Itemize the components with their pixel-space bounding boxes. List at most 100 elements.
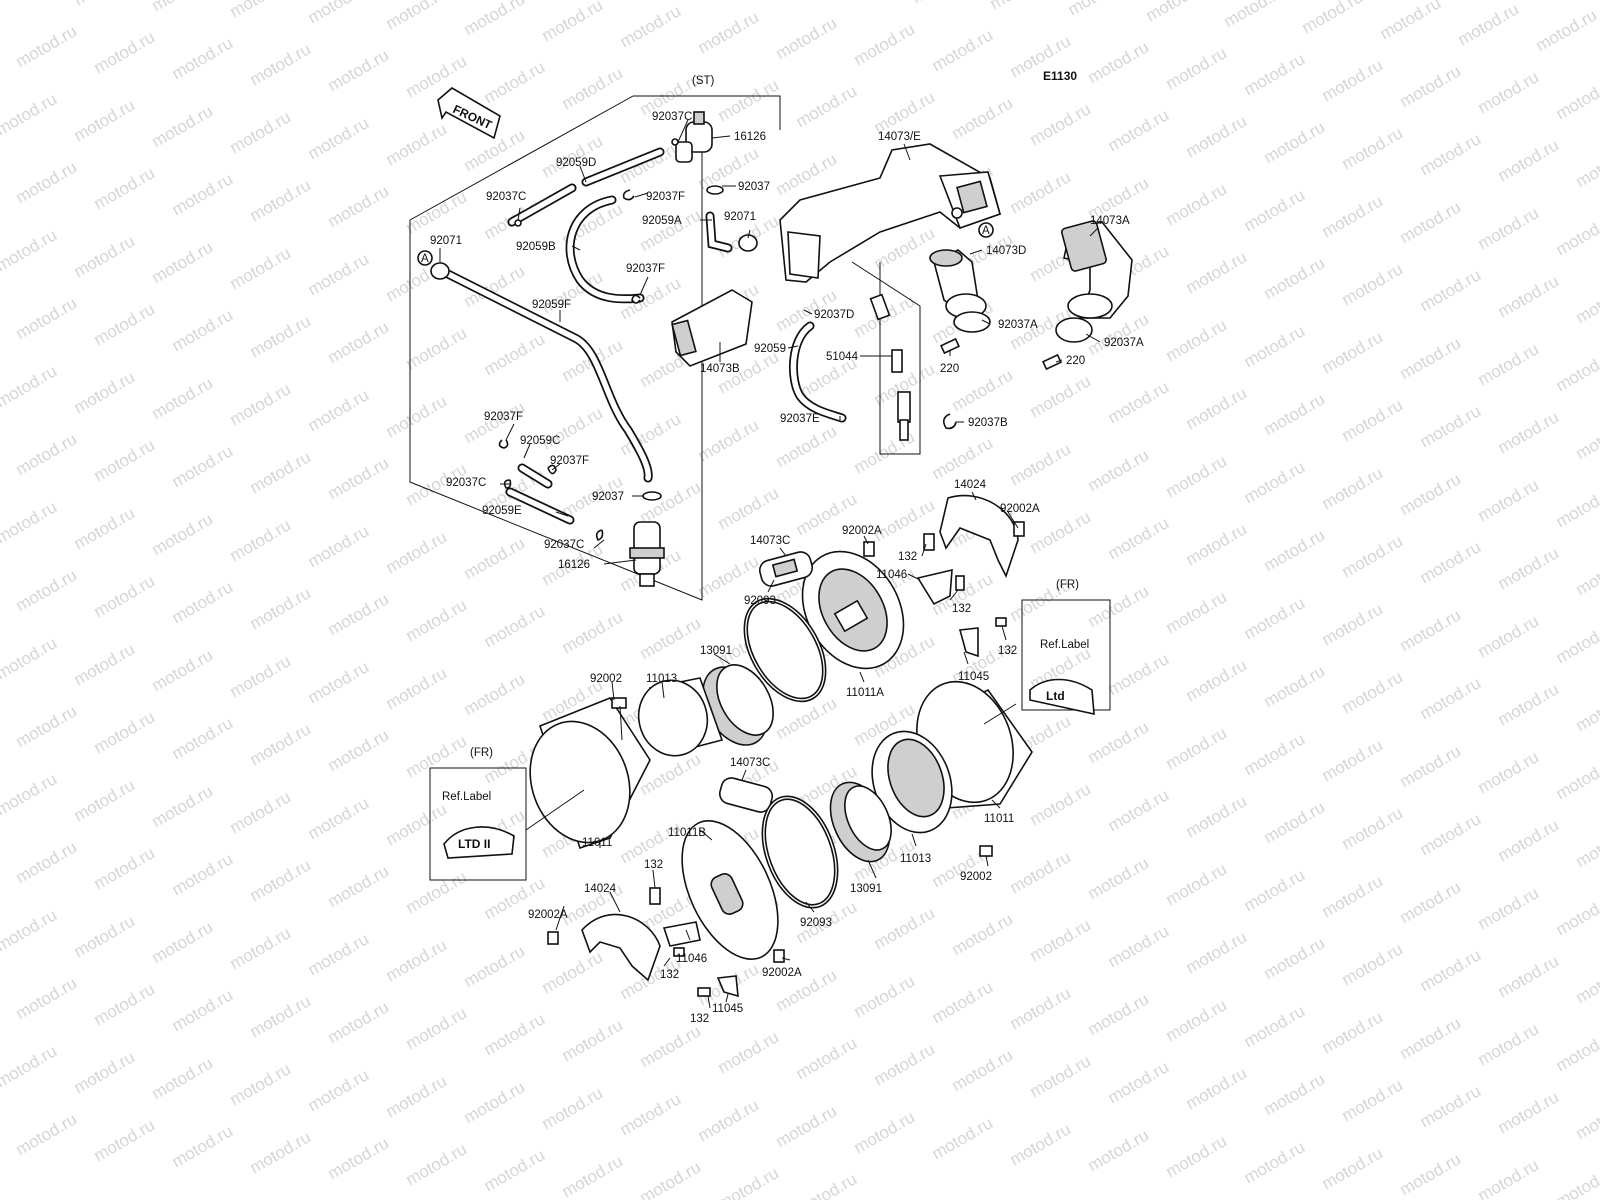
watermark-text: motod.ru bbox=[909, 0, 977, 7]
watermark-text: motod.ru bbox=[71, 639, 139, 689]
watermark-text: motod.ru bbox=[773, 1101, 841, 1151]
watermark-text: motod.ru bbox=[0, 15, 2, 65]
fr-box-right-label: (FR) bbox=[1056, 579, 1079, 591]
watermark-text: motod.ru bbox=[91, 163, 159, 213]
watermark-text: motod.ru bbox=[71, 503, 139, 553]
label-92037c: 92037C bbox=[652, 111, 692, 123]
watermark-text: motod.ru bbox=[1183, 247, 1251, 297]
watermark-text: motod.ru bbox=[1027, 99, 1095, 149]
label-92002a: 92002A bbox=[842, 525, 882, 537]
label-92037a: 92037A bbox=[998, 319, 1038, 331]
watermark-text: motod.ru bbox=[325, 45, 393, 95]
label-11011: 11011 bbox=[582, 837, 612, 849]
watermark-text: motod.ru bbox=[305, 929, 373, 979]
label-13091: 13091 bbox=[850, 883, 882, 895]
label-92037c: 92037C bbox=[486, 191, 526, 203]
watermark-text: motod.ru bbox=[1339, 531, 1407, 581]
watermark-text: motod.ru bbox=[383, 527, 451, 577]
watermark-text: motod.ru bbox=[1241, 49, 1309, 99]
label-132: 132 bbox=[898, 551, 917, 563]
label-92093: 92093 bbox=[800, 917, 832, 929]
watermark-text: motod.ru bbox=[871, 903, 939, 953]
watermark-text: motod.ru bbox=[773, 13, 841, 63]
watermark-text: motod.ru bbox=[1085, 717, 1153, 767]
watermark-text: motod.ru bbox=[1261, 661, 1329, 711]
watermark-text: motod.ru bbox=[1475, 611, 1543, 661]
watermark-text: motod.ru bbox=[1553, 209, 1600, 259]
watermark-text: motod.ru bbox=[831, 0, 899, 1]
bolts-220 bbox=[939, 337, 1063, 371]
watermark-text: motod.ru bbox=[637, 477, 705, 527]
watermark-text: motod.ru bbox=[1319, 191, 1387, 241]
watermark-text: motod.ru bbox=[169, 441, 237, 491]
leader-lines bbox=[439, 119, 1101, 1009]
watermark-text: motod.ru bbox=[247, 311, 315, 361]
watermark-text: motod.ru bbox=[1339, 259, 1407, 309]
ref-label-left: Ref.Label bbox=[442, 791, 491, 803]
watermark-text: motod.ru bbox=[71, 911, 139, 961]
watermark-text: motod.ru bbox=[0, 0, 60, 3]
watermark-text: motod.ru bbox=[1553, 481, 1600, 531]
watermark-text: motod.ru bbox=[1417, 537, 1485, 587]
intake-duct-14073b bbox=[671, 289, 753, 367]
st-bracket-box: (ST) bbox=[409, 75, 781, 601]
watermark-text: motod.ru bbox=[403, 323, 471, 373]
watermark-text: motod.ru bbox=[325, 589, 393, 639]
watermark-text: motod.ru bbox=[1397, 877, 1465, 927]
label-14073b: 14073B bbox=[700, 363, 740, 375]
watermark-text: motod.ru bbox=[0, 1041, 60, 1091]
watermark-text: motod.ru bbox=[149, 0, 217, 15]
watermark-text: motod.ru bbox=[1163, 995, 1231, 1045]
label-92071: 92071 bbox=[724, 211, 756, 223]
label-92059d: 92059D bbox=[556, 157, 596, 169]
watermark-text: motod.ru bbox=[1573, 957, 1600, 1007]
watermark-text: motod.ru bbox=[1105, 1057, 1173, 1107]
watermark-text: motod.ru bbox=[1475, 475, 1543, 525]
label-92071: 92071 bbox=[430, 235, 462, 247]
watermark-text: motod.ru bbox=[325, 725, 393, 775]
watermark-text: motod.ru bbox=[1475, 883, 1543, 933]
watermark-text: motod.ru bbox=[1553, 1161, 1600, 1200]
watermark-text: motod.ru bbox=[1417, 945, 1485, 995]
watermark-text: motod.ru bbox=[1319, 735, 1387, 785]
watermark-text: motod.ru bbox=[247, 719, 315, 769]
watermark-text: motod.ru bbox=[1495, 951, 1563, 1001]
watermark-text: motod.ru bbox=[637, 205, 705, 255]
watermark-text: motod.ru bbox=[1319, 327, 1387, 377]
watermark-text: motod.ru bbox=[793, 1033, 861, 1083]
watermark-text: motod.ru bbox=[1319, 599, 1387, 649]
watermark-text: motod.ru bbox=[1163, 723, 1231, 773]
watermark-text: motod.ru bbox=[871, 87, 939, 137]
watermark-text: motod.ru bbox=[929, 977, 997, 1027]
watermark-text: motod.ru bbox=[0, 497, 60, 547]
watermark-text: motod.ru bbox=[1007, 439, 1075, 489]
label-92059e: 92059E bbox=[482, 505, 522, 517]
svg-text:LTD II: LTD II bbox=[458, 837, 490, 851]
intake-duct-14073e bbox=[779, 143, 1001, 283]
label-14024: 14024 bbox=[584, 883, 617, 895]
label-92037c: 92037C bbox=[446, 477, 486, 489]
watermark-text: motod.ru bbox=[1163, 179, 1231, 229]
watermark-text: motod.ru bbox=[715, 75, 783, 125]
watermark-text: motod.ru bbox=[1417, 673, 1485, 723]
air-valve-top bbox=[675, 111, 713, 163]
watermark-text: motod.ru bbox=[539, 0, 607, 45]
label-92037f: 92037F bbox=[550, 455, 589, 467]
watermark-text: motod.ru bbox=[305, 0, 373, 27]
watermark-text: motod.ru bbox=[1241, 1137, 1309, 1187]
watermark-text: motod.ru bbox=[461, 533, 529, 583]
label-92002a: 92002A bbox=[762, 967, 802, 979]
ref-label-right: Ref.Label bbox=[1040, 639, 1089, 651]
watermark-text: motod.ru bbox=[383, 0, 451, 33]
watermark-text: motod.ru bbox=[1553, 753, 1600, 803]
svg-text:Ltd: Ltd bbox=[1046, 689, 1065, 703]
label-132: 132 bbox=[660, 969, 679, 981]
watermark-text: motod.ru bbox=[1261, 797, 1329, 847]
watermark-text: motod.ru bbox=[1573, 413, 1600, 463]
watermark-text: motod.ru bbox=[149, 917, 217, 967]
label-92037b: 92037B bbox=[968, 417, 1008, 429]
watermark-text: motod.ru bbox=[91, 707, 159, 757]
watermark-text: motod.ru bbox=[1553, 1025, 1600, 1075]
intake-boot-14073d bbox=[929, 249, 1093, 343]
